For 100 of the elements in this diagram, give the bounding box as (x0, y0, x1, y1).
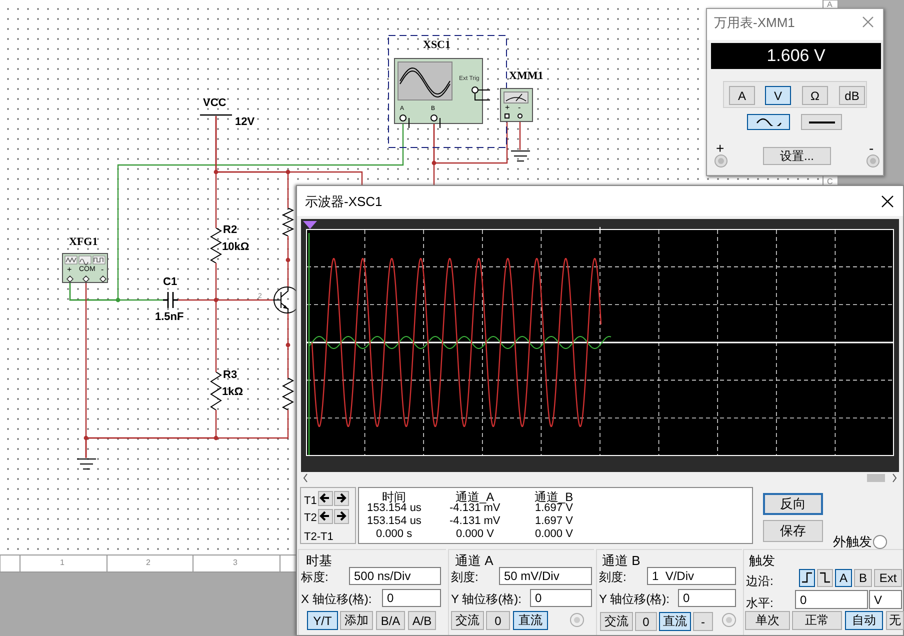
group-heading: 时基 (306, 554, 332, 567)
ruler-number: C (827, 178, 833, 186)
display-readout: 1.606 V (711, 43, 881, 69)
field-label: 标度: (301, 571, 328, 583)
field-label: 边沿: (746, 575, 774, 587)
ruler-number: A (827, 1, 832, 9)
table-cell: 0.000 s (376, 529, 412, 540)
oscilloscope-window (296, 185, 904, 636)
toggle-button: A (835, 569, 852, 587)
component-label: C1 (163, 277, 178, 288)
wire (287, 236, 289, 288)
wire (433, 122, 435, 185)
group-heading: 触发 (749, 554, 775, 567)
toggle-button: 添加 (340, 611, 373, 630)
table-cell: -4.131 mV (450, 516, 500, 527)
table-cell: 1.697 V (535, 516, 573, 527)
group-heading: 通道 A (455, 554, 494, 567)
input-field: 500 ns/Div (349, 567, 441, 585)
component-label: XSC1 (423, 40, 451, 51)
toggle-button: B/A (376, 611, 405, 630)
wire (85, 410, 289, 458)
terminal-label: + (716, 141, 724, 155)
toggle-button: 0 (486, 611, 510, 630)
toggle-button: 交流 (600, 612, 633, 631)
value-label: 12V (235, 117, 255, 128)
toggle-button: 直流 (659, 612, 691, 631)
control-group (448, 549, 594, 635)
component-label: R3 (223, 370, 238, 381)
terminal-label: + (67, 266, 72, 274)
mode-button: A (729, 86, 755, 105)
field-label: X 轴位移(格): (301, 593, 372, 605)
toggle-button: B (854, 569, 872, 587)
ground-symbol (77, 458, 96, 471)
cursor-label: T2-T1 (304, 532, 334, 543)
settings-button: 设置... (763, 147, 831, 165)
readout-table (358, 487, 753, 544)
wire (215, 116, 363, 185)
push-button: 反向 (763, 493, 823, 515)
mode-button: dB (839, 86, 865, 105)
ruler-number: 1 (60, 559, 64, 567)
wire (433, 121, 508, 164)
wire (178, 299, 273, 301)
multimeter-window (706, 8, 884, 176)
input-field: 50 mV/Div (499, 567, 592, 585)
table-cell: -4.131 mV (450, 503, 500, 514)
window-title: 万用表-XMM1 (714, 16, 795, 29)
toggle-button: 无 (886, 611, 904, 630)
field-label: 水平: (746, 597, 774, 609)
control-group (298, 549, 446, 635)
component-label: VCC (203, 98, 226, 109)
resistor-symbol (282, 208, 294, 236)
input-field: 1 V/Div (647, 567, 736, 585)
input-field: 0 (530, 589, 592, 607)
wire (287, 313, 289, 378)
control-group (596, 549, 742, 635)
value-label: 1kΩ (222, 387, 244, 398)
column-header: 通道_B (534, 491, 574, 503)
toggle-button: 正常 (792, 611, 842, 630)
table-cell: 0.000 V (535, 529, 573, 540)
wire (69, 122, 404, 301)
push-button: 保存 (763, 520, 823, 542)
value-label: 1.5nF (155, 312, 184, 323)
toggle-button: Y/T (307, 611, 338, 630)
group-heading: 通道 B (602, 554, 640, 567)
table-cell: 1.697 V (535, 503, 573, 514)
window-title: 示波器-XSC1 (305, 195, 382, 208)
toggle-button: 直流 (513, 611, 548, 630)
column-header: 通道_A (456, 491, 494, 503)
ground-symbol (511, 150, 530, 163)
toggle-button: 0 (635, 612, 657, 631)
wire (519, 121, 521, 150)
cursor-label: T1 (304, 496, 317, 507)
field-label: 刻度: (599, 571, 626, 583)
field-label: 刻度: (451, 571, 478, 583)
terminal-label: + (505, 104, 510, 112)
toggle-button: Ext (874, 569, 902, 587)
toggle-button: 自动 (845, 611, 883, 630)
toggle-button: A/B (408, 611, 436, 630)
field-label: Y 轴位移(格): (599, 593, 670, 605)
option-label: 外触发 (833, 535, 872, 548)
component-label: XFG1 (69, 237, 98, 248)
terminal-label: - (869, 141, 874, 155)
ruler-number: 2 (146, 559, 150, 567)
table-cell: 153.154 us (367, 516, 422, 527)
terminal-label: - (518, 104, 521, 112)
toggle-button: 交流 (451, 611, 484, 630)
ruler-number: 3 (233, 559, 238, 567)
column-header: 时间 (382, 491, 406, 503)
terminal-label: - (101, 266, 104, 274)
control-group (743, 549, 903, 635)
mode-button: Ω (802, 86, 828, 105)
cursor-label: T2 (304, 513, 317, 524)
component-label: R2 (223, 225, 238, 236)
field-label: Y 轴位移(格): (451, 593, 522, 605)
cursor-panel (300, 487, 356, 544)
input-field: 0 (678, 589, 736, 607)
input-field: 0 (795, 590, 868, 609)
value-label: 10kΩ (222, 242, 250, 253)
toggle-button: - (693, 612, 713, 631)
wire (215, 263, 217, 372)
